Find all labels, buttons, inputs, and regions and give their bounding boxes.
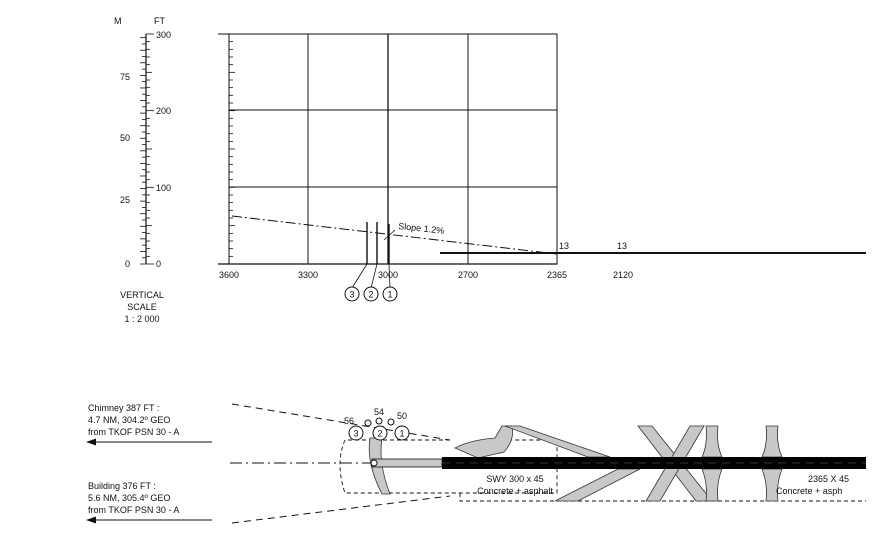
distance-label: 3000 (378, 270, 398, 280)
stopway (371, 458, 443, 468)
obstacle-number: 1 (387, 290, 392, 300)
arrow-head (86, 438, 96, 446)
vertical-scale: M FT 300 200 100 0 75 50 25 0 VERTICAL S… (114, 16, 171, 324)
m-label: 0 (125, 259, 130, 269)
obstacle-number-circle (348, 425, 364, 441)
ft-label: 0 (156, 259, 161, 269)
distance-label: 3300 (298, 270, 318, 280)
obstacle-height: 50 (397, 411, 407, 421)
taxiway-diagonal (504, 425, 611, 458)
profile-left-ticks (229, 33, 235, 265)
taxiway-diagonal (554, 468, 641, 502)
distance-label: 2120 (613, 270, 633, 280)
stopway-label: SWY 300 x 45 (486, 474, 543, 484)
taxiway-connector (701, 425, 723, 458)
obstacle-point (364, 419, 372, 427)
profile-frame (228, 33, 558, 265)
tkof-area-boundary (231, 403, 451, 441)
m-header: M (114, 16, 122, 26)
runway-label: Concrete + asph (776, 486, 842, 496)
obstacle-number: 1 (399, 429, 404, 439)
threshold-marker (370, 459, 378, 467)
stopway-label: Concrete + asphalt (477, 486, 553, 496)
taxiway-connector (761, 425, 783, 458)
ft-label: 300 (156, 30, 171, 40)
obstacle-number-circle (372, 425, 388, 441)
arrow-head (86, 516, 96, 524)
obstacle-text: from TKOF PSN 30 - A (88, 427, 179, 437)
distance-label: 2365 (547, 270, 567, 280)
scale-ticks (140, 33, 154, 265)
distance-label: 3600 (219, 270, 239, 280)
obstacle-number-circle (382, 286, 398, 302)
obstacle-number: 2 (368, 290, 373, 300)
plan-view: Chimney 387 FT : 4.7 NM, 304.2º GEO from… (86, 403, 866, 524)
obstacle-height: 56 (344, 416, 354, 426)
slope-label: Slope 1.2% (398, 221, 445, 236)
ft-label: 100 (156, 183, 171, 193)
obstacle-text: Building 376 FT : (88, 481, 156, 491)
m-label: 75 (120, 72, 130, 82)
obstacle-text: 4.7 NM, 304.2º GEO (88, 415, 170, 425)
clearway-outline (339, 439, 558, 494)
profile-view: Slope 1.2% 13 13 3 2 1 3600 3300 3000 27… (218, 33, 866, 302)
obstacle-number: 3 (353, 429, 358, 439)
leader-line (370, 263, 378, 289)
runway-label: 2365 X 45 (808, 474, 849, 484)
taxiway-link (454, 425, 514, 459)
obstacle-number-circle (344, 286, 360, 302)
marker-13: 13 (559, 241, 569, 251)
obstacle-number-circle (394, 425, 410, 441)
scale-caption: VERTICAL (120, 290, 164, 300)
scale-caption: 1 : 2 000 (124, 314, 159, 324)
m-label: 50 (120, 133, 130, 143)
obstacle-point (375, 417, 383, 425)
taxiway-connector (761, 468, 783, 502)
ft-header: FT (154, 16, 165, 26)
ft-label: 200 (156, 106, 171, 116)
taxiway-connector (701, 468, 723, 502)
leader-line (388, 263, 391, 289)
obstacle-text: Chimney 387 FT : (88, 403, 159, 413)
obstacle-number: 2 (377, 429, 382, 439)
obstacle-point (387, 418, 395, 426)
taxiways (368, 425, 783, 502)
obstacle-number: 3 (349, 290, 354, 300)
tkof-area-boundary (231, 495, 451, 524)
obstacle-number-circle (363, 286, 379, 302)
slope-line (231, 215, 558, 255)
leader-line (351, 263, 368, 289)
m-label: 25 (120, 195, 130, 205)
distance-label: 2700 (458, 270, 478, 280)
obstacle-text: 5.6 NM, 305.4º GEO (88, 493, 170, 503)
slope-leader (383, 229, 396, 241)
obstacle-height: 54 (374, 407, 384, 417)
strip-outline (459, 493, 866, 502)
marker-13: 13 (617, 241, 627, 251)
obstacle-text: from TKOF PSN 30 - A (88, 505, 179, 515)
scale-caption: SCALE (127, 302, 157, 312)
